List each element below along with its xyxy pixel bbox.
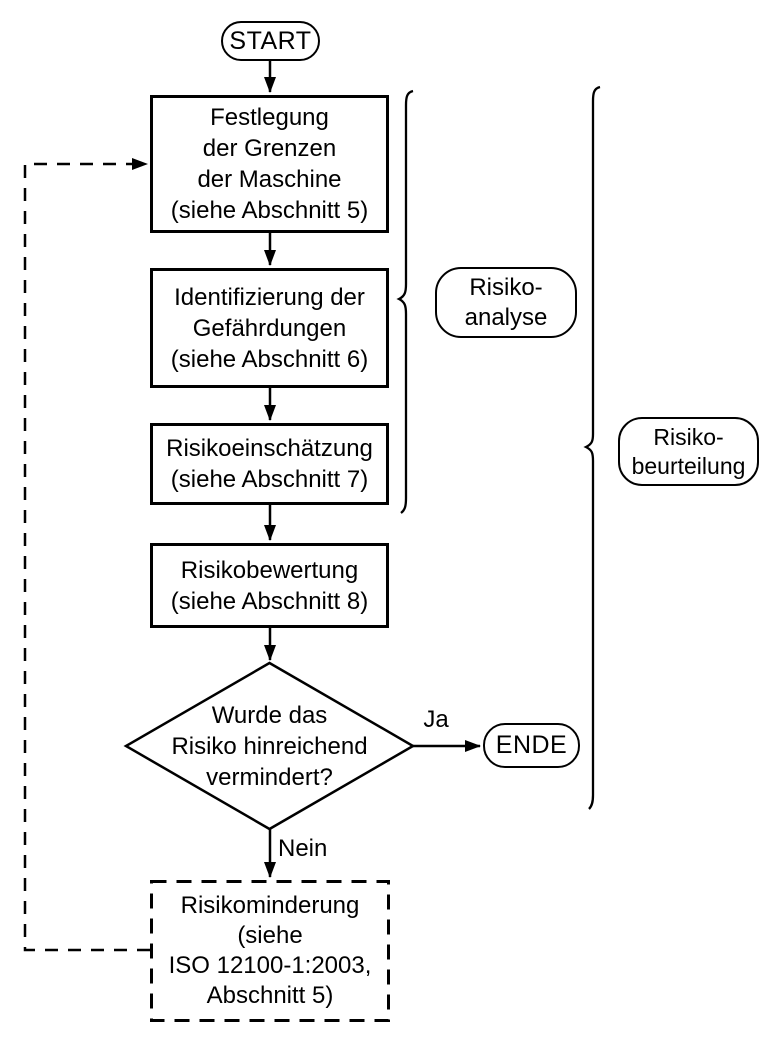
decision-line: vermindert?: [206, 763, 333, 791]
group-label-risk-assessment: Risiko- beurteilung: [618, 417, 759, 486]
start-terminator: START: [221, 21, 320, 61]
risk-estimation-line: (siehe Abschnitt 7): [170, 466, 369, 493]
machine-limits-line: Festlegung: [210, 104, 329, 131]
risk-reduction-line: ISO 12100-1:2003,: [168, 952, 372, 979]
risk-analysis-label-line: analyse: [464, 303, 548, 331]
hazard-identification-line: Identifizierung der: [174, 283, 365, 311]
machine-limits-line: der Grenzen: [202, 135, 337, 162]
machine-limits-line: (siehe Abschnitt 5): [170, 197, 369, 224]
decision-line: Wurde das: [211, 701, 328, 729]
end-label: ENDE: [495, 731, 568, 759]
risk-evaluation-line: (siehe Abschnitt 8): [170, 587, 369, 615]
edge-feedback-loop: [23, 158, 150, 952]
risk-reduction-line: Risikominderung: [180, 892, 360, 919]
brace-risk-analysis: [396, 89, 414, 514]
brace-risk-assessment: [583, 85, 601, 810]
end-terminator: ENDE: [483, 723, 580, 768]
risk-reduction-line: (siehe: [237, 922, 303, 949]
machine-limits-line: der Maschine: [197, 166, 342, 193]
group-label-risk-analysis: Risiko- analyse: [435, 267, 577, 338]
risk-assessment-label-line: Risiko-: [653, 423, 724, 450]
risk-evaluation-line: Risikobewertung: [180, 556, 359, 584]
risk-estimation-line: Risikoeinschätzung: [166, 435, 373, 462]
hazard-identification-line: Gefährdungen: [192, 314, 347, 342]
process-box-risk-evaluation: Risikobewertung (siehe Abschnitt 8): [150, 543, 389, 628]
risk-reduction-line: Abschnitt 5): [206, 982, 334, 1009]
start-label: START: [229, 26, 312, 55]
risk-assessment-label-line: beurteilung: [631, 452, 746, 479]
process-box-hazard-identification: Identifizierung der Gefährdungen (siehe …: [150, 268, 389, 388]
decision-diamond-text: Wurde das Risiko hinreichend vermindert?: [150, 699, 389, 793]
hazard-identification-line: (siehe Abschnitt 6): [170, 345, 369, 373]
process-box-risk-estimation: Risikoeinschätzung (siehe Abschnitt 7): [150, 423, 389, 505]
decision-line: Risiko hinreichend: [171, 732, 368, 760]
risk-analysis-label-line: Risiko-: [469, 273, 543, 301]
yes-edge-label: Ja: [423, 706, 449, 733]
process-box-risk-reduction: Risikominderung (siehe ISO 12100-1:2003,…: [150, 880, 390, 1022]
no-edge-label: Nein: [278, 835, 328, 862]
process-box-machine-limits: Festlegung der Grenzen der Maschine (sie…: [150, 95, 389, 233]
